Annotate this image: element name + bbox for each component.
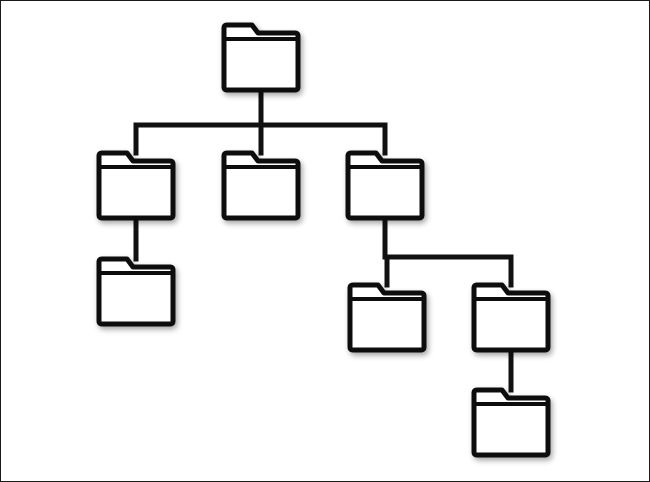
- folder-nodes: [96, 22, 551, 458]
- folder-outline: [96, 256, 176, 327]
- folder-outline: [471, 282, 551, 353]
- folder-icon: [345, 150, 425, 221]
- folder-outline: [347, 282, 427, 353]
- folder-icon: [471, 387, 551, 458]
- folder-outline: [96, 150, 176, 221]
- folder-outline: [221, 150, 301, 221]
- folder-outline: [471, 387, 551, 458]
- folder-icon: [347, 282, 427, 353]
- folder-icon: [221, 22, 301, 93]
- folder-icon: [96, 256, 176, 327]
- folder-icon: [221, 150, 301, 221]
- folder-icon: [471, 282, 551, 353]
- folder-outline: [221, 22, 301, 93]
- connector-lines: [133, 87, 514, 393]
- folder-icon: [96, 150, 176, 221]
- folder-outline: [345, 150, 425, 221]
